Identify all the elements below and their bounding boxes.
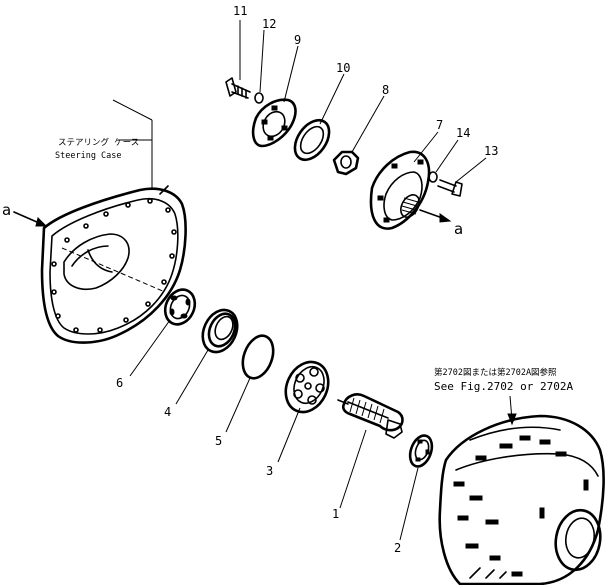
shim-10-drawing — [293, 118, 331, 162]
bolt-11-drawing — [225, 77, 251, 99]
steering-case-label-jp: ステアリング ケース — [58, 137, 139, 148]
flange-7-drawing — [369, 150, 431, 230]
part-number-9: 9 — [294, 33, 301, 47]
bearing-2-drawing — [408, 434, 434, 468]
part-number-8: 8 — [382, 83, 389, 97]
part-number-7: 7 — [436, 118, 443, 132]
bearing-6-drawing — [163, 288, 197, 326]
part-number-4: 4 — [164, 405, 171, 419]
bolt-13-drawing — [437, 179, 463, 197]
steering-case-drawing — [40, 99, 187, 344]
nut-8-drawing — [332, 150, 360, 176]
washer-14-drawing — [428, 171, 438, 183]
part-number-12: 12 — [262, 17, 276, 31]
part-number-2: 2 — [394, 541, 401, 555]
part-number-13: 13 — [484, 144, 498, 158]
part-number-14: 14 — [456, 126, 470, 140]
part-number-5: 5 — [215, 434, 222, 448]
o-ring-5-drawing — [241, 334, 275, 380]
part-number-10: 10 — [336, 61, 350, 75]
bearing-3-drawing — [284, 360, 330, 414]
pinion-shaft-1-drawing — [337, 393, 404, 439]
part-number-6: 6 — [116, 376, 123, 390]
washer-12-drawing — [254, 92, 264, 104]
seal-4-drawing — [201, 308, 239, 354]
marker-a-left: a — [2, 201, 11, 219]
cover-9-drawing — [251, 98, 297, 148]
part-number-3: 3 — [266, 464, 273, 478]
differential-case-drawing — [438, 414, 605, 585]
part-number-1: 1 — [332, 507, 339, 521]
reference-label-jp: 第2702図または第2702A図参照 — [434, 367, 557, 378]
steering-case-label-en: Steering Case — [55, 151, 122, 161]
part-number-11: 11 — [233, 4, 247, 18]
marker-a-right: a — [454, 220, 463, 238]
reference-label-en: See Fig.2702 or 2702A — [434, 380, 573, 393]
